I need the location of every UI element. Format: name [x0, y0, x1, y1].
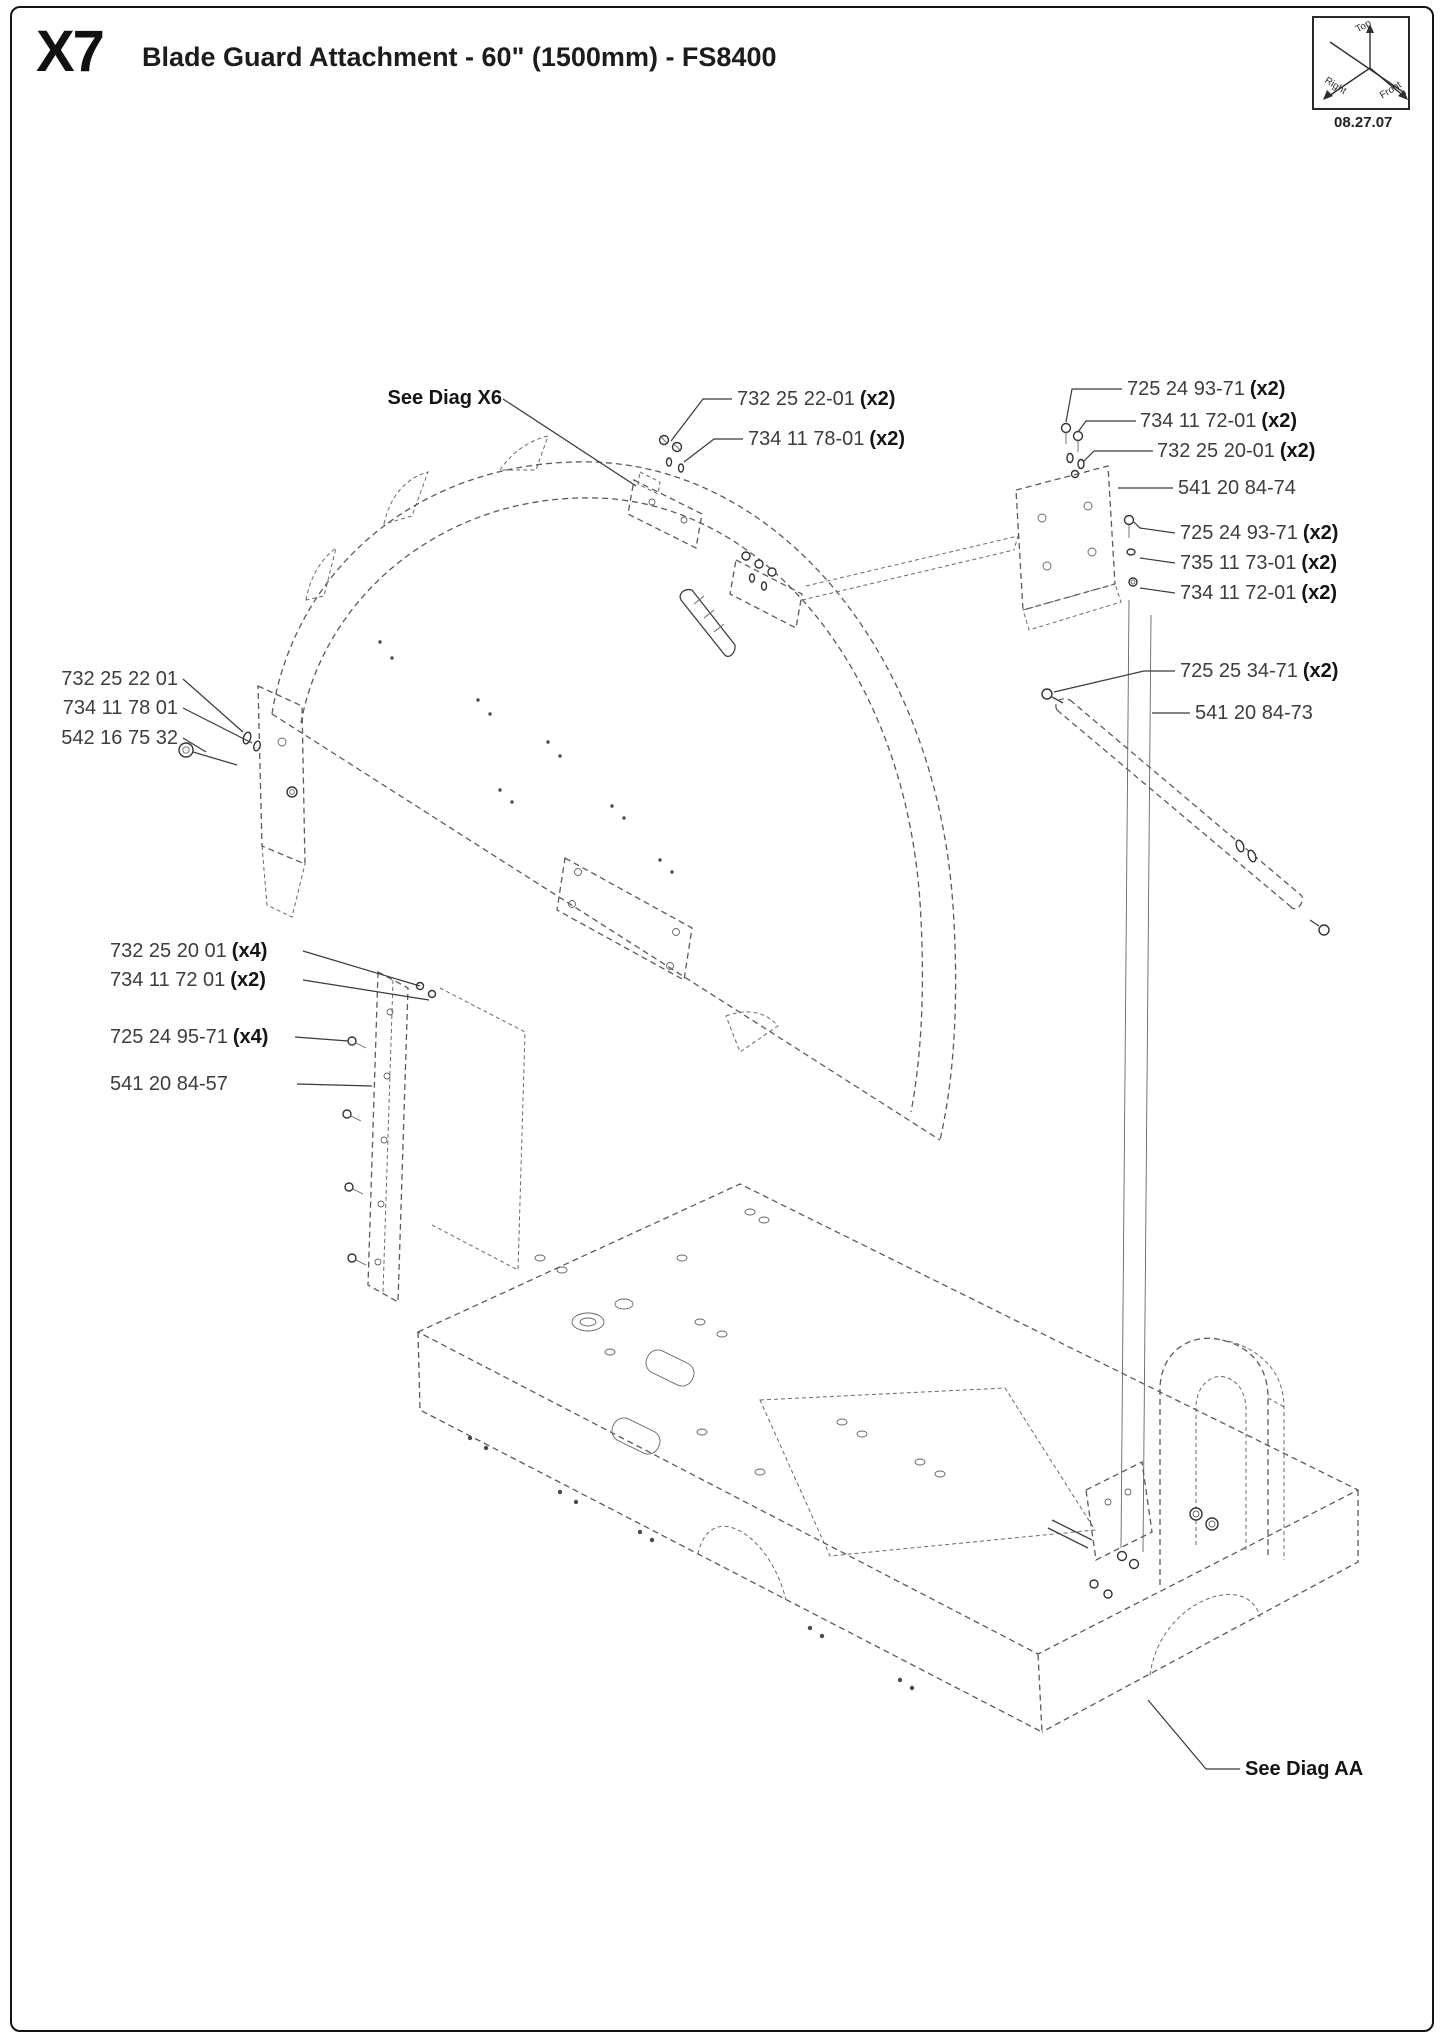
page-border: [10, 6, 1434, 2032]
part-callout: 725 24 93-71(x2): [1127, 378, 1285, 400]
blade-guard: [271, 435, 957, 1141]
part-number: 734 11 78-01: [748, 428, 865, 450]
projection-lines: [1120, 599, 1152, 1553]
part-callout: 725 24 95-71(x4): [110, 1026, 268, 1048]
part-number: 734 11 72-01: [1140, 410, 1257, 432]
diagram-code: X7: [36, 19, 105, 84]
part-callout: 732 25 22 01: [40, 668, 183, 690]
base-mount-assembly: [1047, 1461, 1219, 1599]
orientation-indicator: Top Right Front: [1312, 16, 1410, 110]
part-qty: (x4): [232, 1026, 269, 1048]
part-number: 732 25 20 01: [110, 940, 227, 962]
part-number: 542 16 75 32: [61, 727, 178, 749]
see-diag-aa-label: See Diag AA: [1245, 1758, 1364, 1780]
part-number: 734 11 72-01: [1180, 582, 1297, 604]
part-callout: 732 25 22-01(x2): [737, 388, 895, 410]
part-callout: 725 25 34-71(x2): [1180, 660, 1338, 682]
see-diag-x6-label: See Diag X6: [387, 387, 502, 409]
part-callout: 542 16 75 32: [40, 727, 183, 749]
part-callout: 734 11 78 01: [40, 697, 183, 719]
part-callout: 541 20 84-57: [110, 1073, 233, 1095]
part-number: 732 25 22-01: [737, 388, 855, 410]
leader-lines: [182, 388, 1240, 1770]
part-number: 541 20 84-74: [1178, 477, 1296, 499]
top-bracket-assembly: [627, 434, 703, 549]
part-qty: (x4): [231, 940, 268, 962]
part-callout: 541 20 84-73: [1195, 702, 1318, 724]
part-number: 725 25 34-71: [1180, 660, 1298, 682]
part-qty: (x2): [1301, 552, 1337, 574]
right-bracket-assembly: [1015, 422, 1138, 631]
revision-date: 08.27.07: [1334, 114, 1393, 131]
part-qty: (x2): [1302, 660, 1339, 682]
part-callout: 734 11 72 01(x2): [110, 969, 266, 991]
part-callout: 734 11 72-01(x2): [1140, 410, 1297, 432]
part-number: 735 11 73-01: [1180, 552, 1297, 574]
part-callout: 734 11 72-01(x2): [1180, 582, 1337, 604]
part-number: 734 11 72 01: [110, 969, 226, 991]
part-number: 725 24 93-71: [1180, 522, 1298, 544]
part-qty: (x2): [1301, 582, 1337, 604]
part-callout: 541 20 84-74: [1178, 477, 1301, 499]
part-callout: 732 25 20 01(x4): [110, 940, 267, 962]
part-qty: (x2): [1261, 410, 1297, 432]
part-callout: 732 25 20-01(x2): [1157, 440, 1315, 462]
left-mount-plate: [257, 684, 306, 918]
guard-rivets: [378, 640, 674, 874]
part-number: 725 24 95-71: [110, 1026, 228, 1048]
part-number: 541 20 84-57: [110, 1073, 228, 1095]
part-qty: (x2): [1249, 378, 1286, 400]
part-callout: 735 11 73-01(x2): [1180, 552, 1337, 574]
part-number: 541 20 84-73: [1195, 702, 1313, 724]
latch-bracket-assembly: [679, 535, 1019, 658]
wear-strip-assembly: [342, 970, 526, 1304]
saw-base-frame: [416, 1183, 1360, 1734]
part-number: 734 11 78 01: [62, 697, 178, 719]
part-number: 732 25 22 01: [61, 668, 178, 690]
part-qty: (x2): [859, 388, 896, 410]
part-qty: (x2): [869, 428, 905, 450]
left-bolt-hardware: [178, 731, 261, 766]
part-qty: (x2): [1279, 440, 1316, 462]
part-qty: (x2): [230, 969, 266, 991]
part-callout: 734 11 78-01(x2): [748, 428, 905, 450]
rod-assembly: [1041, 688, 1330, 936]
part-number: 732 25 20-01: [1157, 440, 1275, 462]
axis-icon: Top Right Front: [1322, 18, 1408, 101]
part-qty: (x2): [1302, 522, 1339, 544]
page-title: Blade Guard Attachment - 60" (1500mm) - …: [142, 42, 777, 72]
part-callout: 725 24 93-71(x2): [1180, 522, 1338, 544]
part-number: 725 24 93-71: [1127, 378, 1245, 400]
